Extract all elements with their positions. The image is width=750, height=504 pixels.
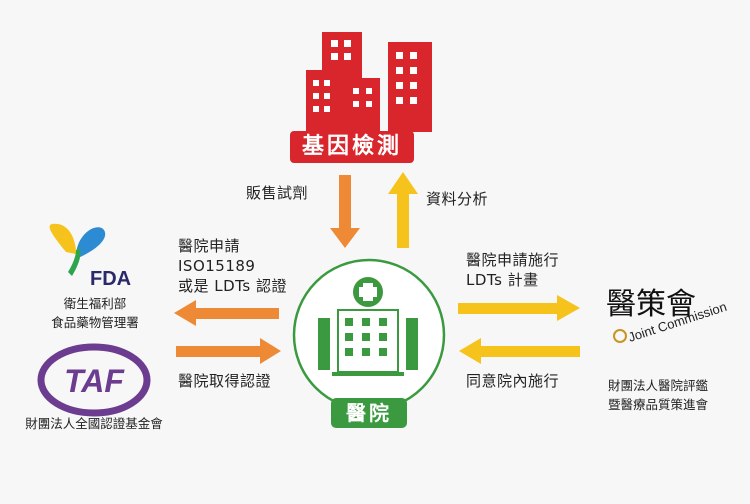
arrow-right-get-cert (176, 338, 281, 364)
arrow-right-apply-ldt-plan (458, 295, 580, 321)
jct-caption: 財團法人醫院評鑑 暨醫療品質策進會 (607, 378, 708, 412)
lab-building-icon (306, 32, 432, 132)
joint-commission-logo: 醫策會 Joint Commission (606, 287, 728, 345)
arrow-up-data-analysis (388, 172, 418, 248)
lab-label: 基因檢測 (290, 131, 414, 163)
label-apply-cert: 醫院申請 ISO15189 或是 LDTs 認證 (178, 237, 287, 295)
taf-logo: TAF (37, 343, 151, 417)
fda-logo-text: FDA (90, 268, 131, 290)
arrow-left-apply-cert (174, 300, 279, 326)
fda-logo: FDA (49, 223, 131, 290)
arrow-down-sell-reagent (330, 175, 360, 248)
hospital-icon (292, 258, 446, 412)
label-data-analysis: 資料分析 (426, 190, 489, 208)
taf-logo-text: TAF (64, 363, 125, 399)
taf-caption: 財團法人全國認證基金會 (25, 416, 163, 431)
arrow-left-agree (459, 338, 580, 364)
fda-caption: 衛生福利部 食品藥物管理署 (51, 296, 139, 330)
hospital-label: 醫院 (331, 398, 407, 428)
jct-seal-text: 醫策會 (606, 287, 696, 322)
label-apply-ldt-plan: 醫院申請施行 LDTs 計畫 (466, 251, 560, 289)
label-get-cert: 醫院取得認證 (178, 372, 272, 390)
label-agree-inhospital: 同意院內施行 (466, 372, 560, 390)
label-sell-reagent: 販售試劑 (246, 184, 309, 202)
